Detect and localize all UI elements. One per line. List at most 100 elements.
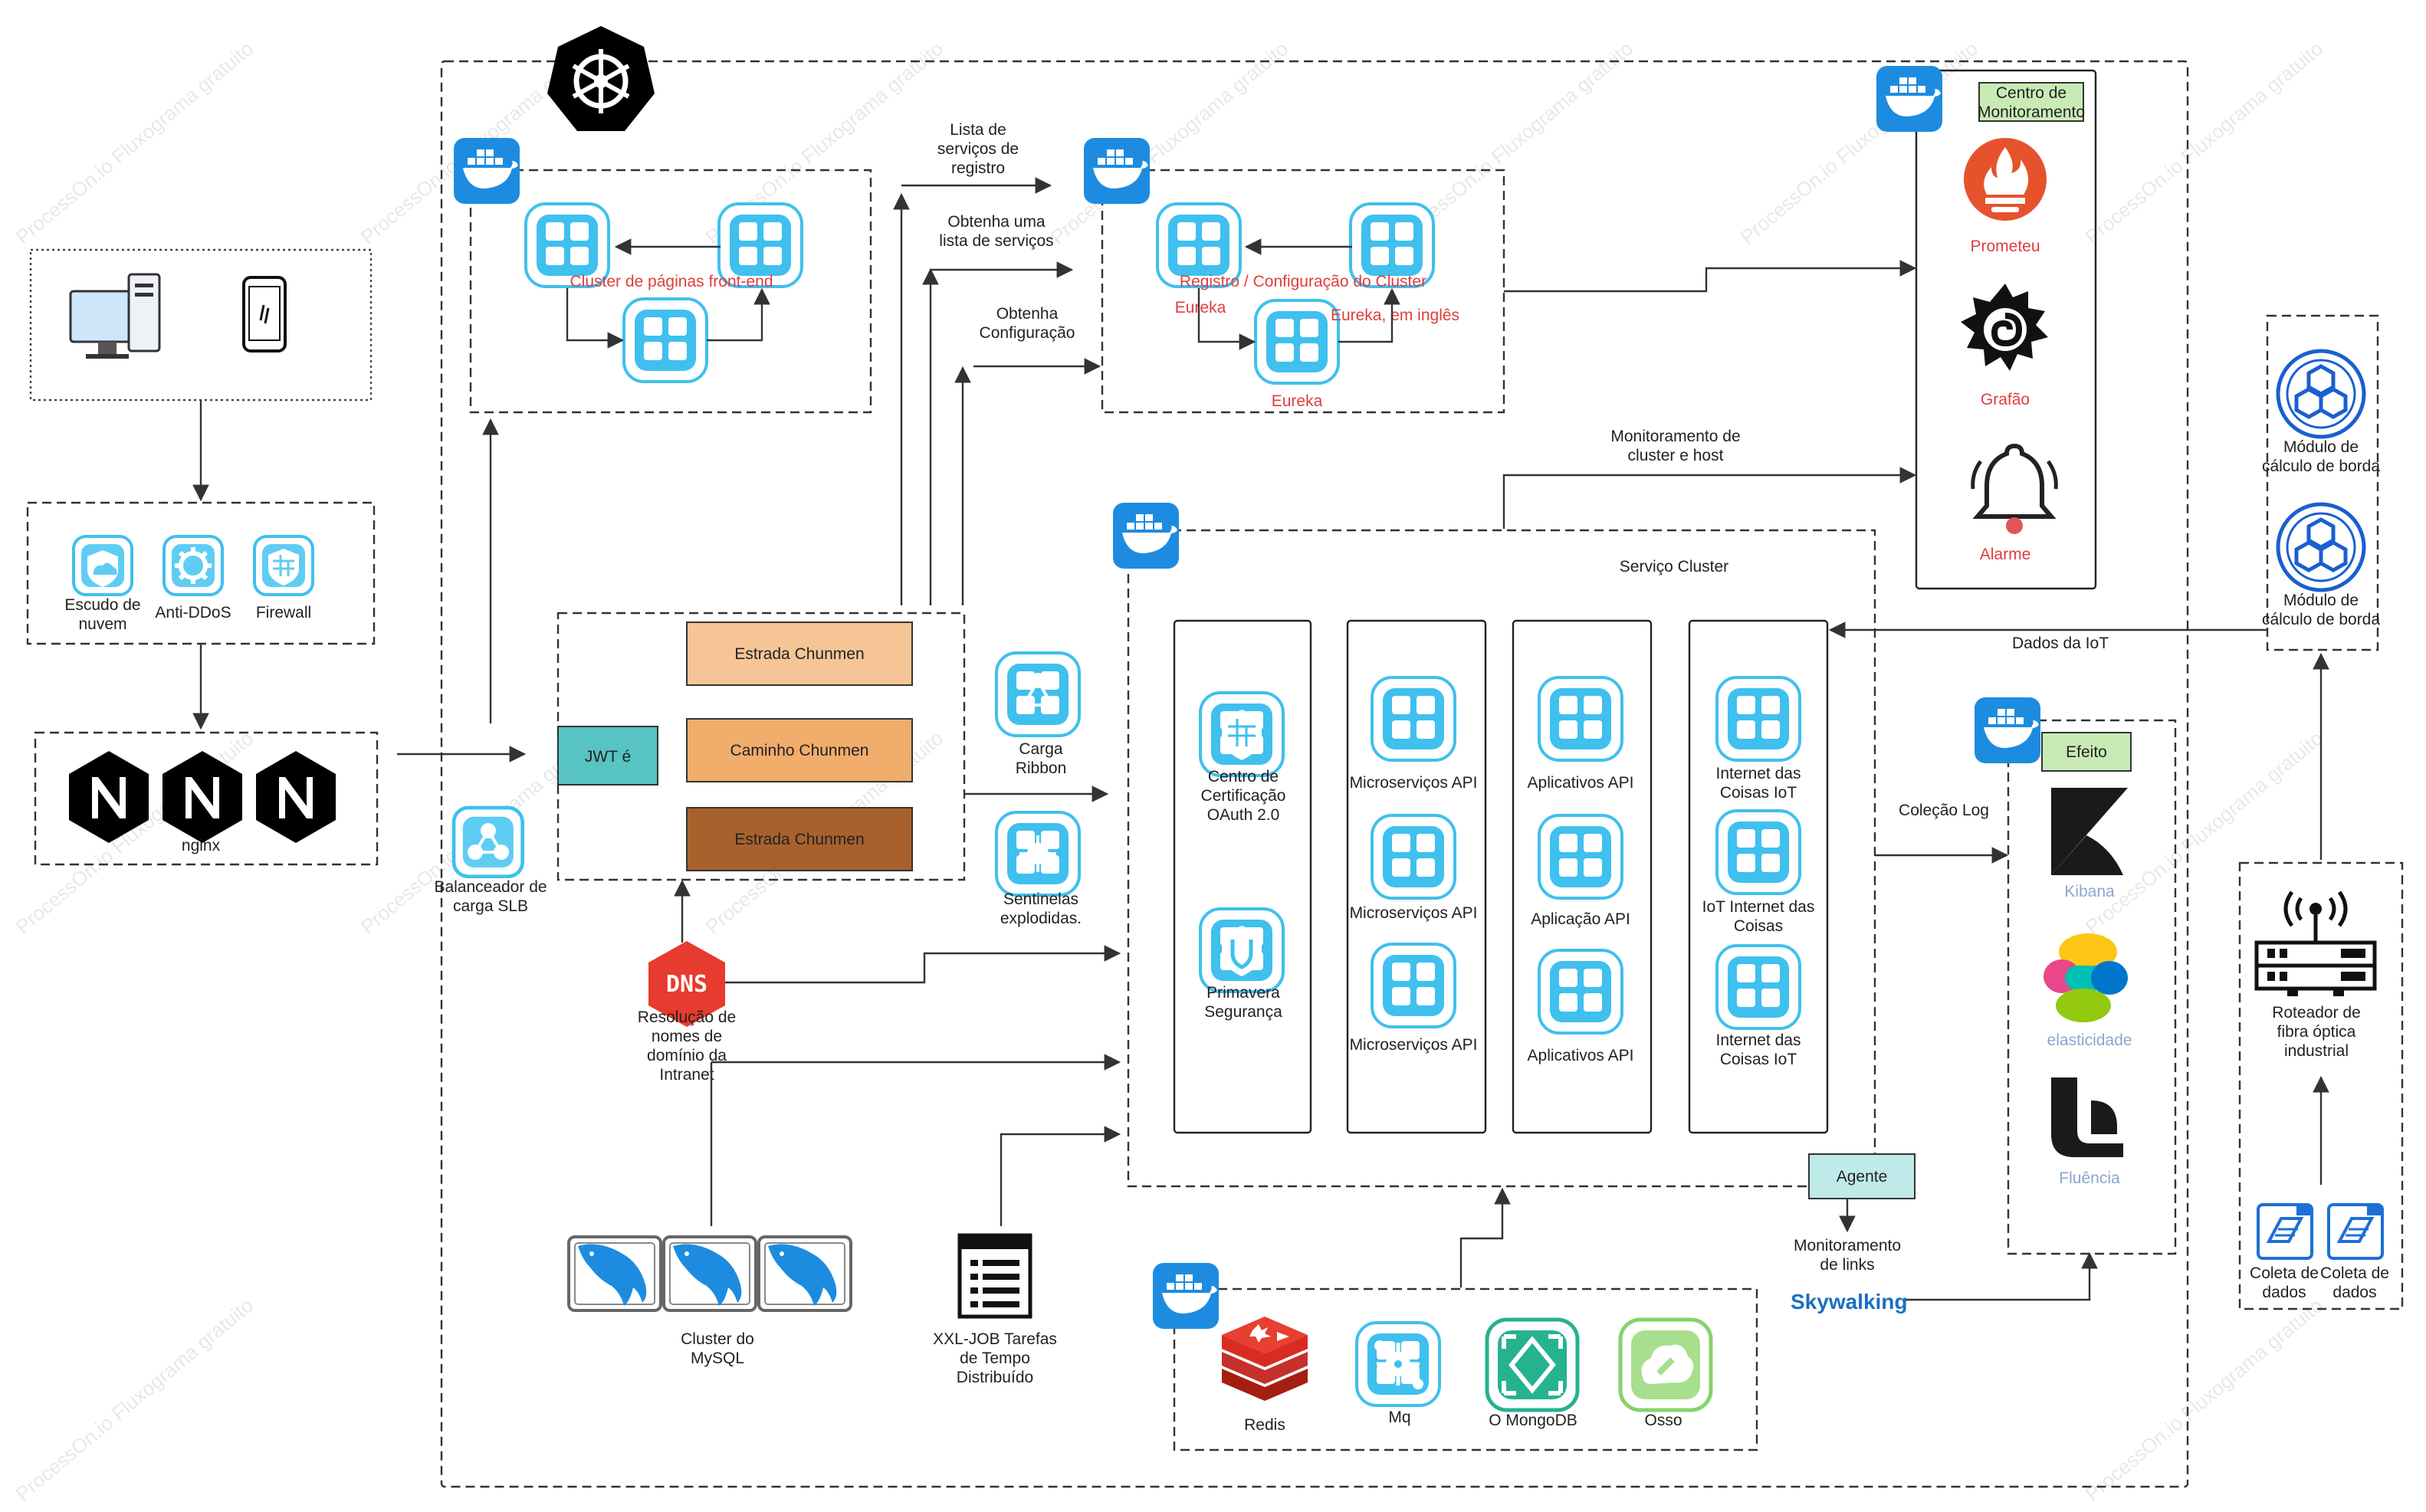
jwt-block <box>557 726 658 786</box>
mq-icon <box>1355 1321 1441 1407</box>
edge-compute-icon <box>2278 504 2364 590</box>
arrow-registry-to-monitor <box>1504 260 1917 293</box>
oauth-icon <box>1199 691 1285 777</box>
desktop-computer-icon <box>69 273 161 359</box>
iot-service-icon <box>1715 676 1801 762</box>
app-api-column <box>1512 619 1653 1134</box>
kubernetes-icon <box>547 26 655 131</box>
watermark: ProcessOn.io Fluxograma gratuito <box>2081 1294 2328 1506</box>
app-api-2-label: Aplicação API <box>1531 910 1630 928</box>
gateway-3-label: Estrada Chunmen <box>734 831 864 848</box>
gateway-1-label: Estrada Chunmen <box>734 645 864 663</box>
log-collection-label: Coleção Log <box>1899 802 1989 819</box>
registry-cluster-box <box>1101 169 1505 414</box>
docker-icon <box>454 138 520 204</box>
elastic-label: elasticidade <box>2047 1032 2132 1049</box>
arrow-dns-to-services <box>725 945 1121 984</box>
arrow-skywalking-to-efk <box>1906 1251 2098 1301</box>
oss-icon <box>1618 1317 1713 1412</box>
mobile-phone-icon <box>242 276 287 353</box>
monitoring-box <box>1915 69 2097 590</box>
iot-data-label: Dados da IoT <box>2012 635 2109 652</box>
registry-cluster-label: Registro / Configuração do Cluster <box>1180 273 1426 290</box>
data-collector-icon <box>2257 1203 2313 1260</box>
mysql-icon <box>662 1235 757 1312</box>
microservice-api-icon <box>1371 943 1456 1028</box>
slb-load-balancer-icon <box>454 808 523 877</box>
eureka-service-icon <box>1254 299 1340 385</box>
gateway-block-2 <box>686 718 913 782</box>
watermark: ProcessOn.io Fluxograma gratuito <box>11 1294 258 1506</box>
eureka-3-label: Eureka <box>1272 392 1323 410</box>
kibana-icon <box>2051 788 2128 875</box>
iot-service-icon <box>1715 809 1801 895</box>
firewall-label: Firewall <box>256 604 311 622</box>
document-list-icon <box>957 1233 1032 1319</box>
mysql-icon <box>757 1235 852 1312</box>
nginx-box <box>34 731 379 866</box>
app-api-icon <box>1538 814 1623 900</box>
data-collector-icon <box>2327 1203 2384 1260</box>
arrow-storage-to-services <box>1459 1187 1511 1287</box>
agent-block <box>1808 1153 1916 1199</box>
ribbon-icon <box>995 651 1081 737</box>
service-cluster-label: Serviço Cluster <box>1620 558 1728 576</box>
gateway-block-1 <box>686 622 913 686</box>
redis-label: Redis <box>1244 1416 1285 1434</box>
docker-icon <box>1975 697 2040 763</box>
mysql-icon <box>567 1235 662 1312</box>
fluent-label: Fluência <box>2059 1169 2120 1187</box>
app-api-3-label: Aplicativos API <box>1528 1047 1634 1064</box>
docker-icon <box>1876 66 1942 132</box>
storage-box <box>1173 1287 1758 1451</box>
gateway-2-label: Caminho Chunmen <box>730 742 869 759</box>
ms-api-1-label: Microserviços API <box>1350 774 1478 792</box>
firewall-icon <box>253 535 314 596</box>
spring-security-icon <box>1199 907 1285 993</box>
app-api-1-label: Aplicativos API <box>1528 774 1634 792</box>
edge-compute-icon <box>2278 351 2364 437</box>
fluent-icon <box>2051 1077 2123 1157</box>
bell-alarm-icon <box>1971 443 2058 534</box>
oss-label: Osso <box>1644 1412 1682 1429</box>
ms-api-2-label: Microserviços API <box>1350 904 1478 922</box>
elasticsearch-icon <box>2044 933 2128 1022</box>
mq-label: Mq <box>1388 1409 1410 1426</box>
kibana-label: Kibana <box>2064 883 2115 900</box>
kubernetes-boundary <box>440 60 2189 1488</box>
security-column <box>1173 619 1312 1134</box>
eureka-1-label: Eureka <box>1175 299 1226 317</box>
grafana-label: Grafão <box>1981 391 2030 408</box>
microservices-column <box>1346 619 1487 1134</box>
iot-column <box>1688 619 1829 1134</box>
shield-cloud-icon <box>72 535 133 596</box>
efk-label: Efeito <box>2066 743 2107 761</box>
arrow-xxljob-to-services <box>1000 1126 1121 1226</box>
alarm-label: Alarme <box>1980 546 2031 563</box>
frontend-service-icon <box>622 297 708 383</box>
prometheus-icon <box>1964 138 2047 221</box>
arrow-frontend-internal <box>707 287 770 342</box>
agent-label: Agente <box>1837 1168 1888 1186</box>
arrow-cluster-host-monitor <box>1502 467 1917 529</box>
nginx-icon <box>256 751 336 843</box>
router-box <box>2238 861 2404 1310</box>
iot-service-icon <box>1715 944 1801 1030</box>
anti-ddos-icon <box>162 535 224 596</box>
jwt-label: JWT é <box>585 748 631 766</box>
